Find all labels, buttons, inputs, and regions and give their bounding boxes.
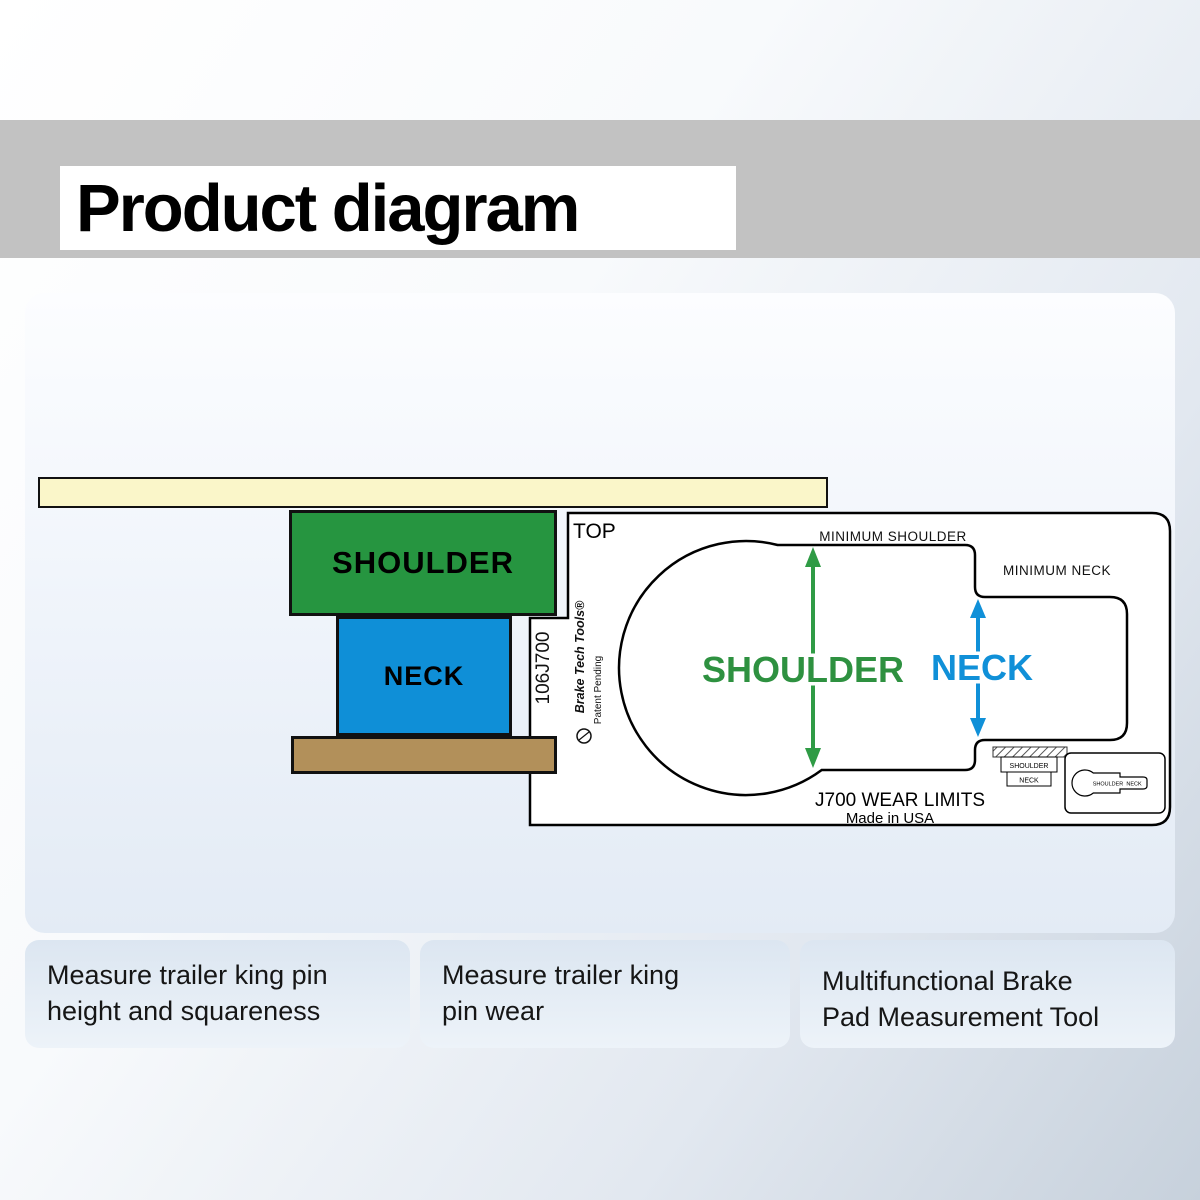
neck-arrow [970,599,986,737]
neck-block-label: NECK [383,660,465,691]
mini-shoulder-box-label: SHOULDER [1010,763,1049,770]
mini-keyhole-cutout [1071,769,1148,797]
tool-shoulder-label: SHOULDER [702,649,904,690]
mini-tool-neck-label: NECK [1126,782,1142,788]
tool-top-label: TOP [573,520,616,543]
tool-neck-label: NECK [931,647,1033,688]
king-pin-neck-block: NECK [336,616,512,736]
king-pin-shoulder-block: SHOULDER [289,510,557,616]
feature-text: Multifunctional Brake Pad Measurement To… [822,966,1100,1032]
trailer-plate-bar [38,477,828,508]
feature-card-height-squareness: Measure trailer king pin height and squa… [25,940,410,1048]
mini-neck-box [1006,771,1052,787]
feature-card-brake-pad: Multifunctional Brake Pad Measurement To… [800,940,1175,1048]
mini-hatched-plate [992,746,1068,758]
minimum-neck-label: MINIMUM NECK [1003,563,1111,578]
brand-label: Brake Tech Tools® [573,600,587,713]
mini-neck-box-label: NECK [1019,778,1039,785]
mini-tool-shoulder-label: SHOULDER [1093,782,1124,788]
minimum-shoulder-label: MINIMUM SHOULDER [819,529,967,544]
brand-logo-flag [578,731,590,741]
page-title: Product diagram [76,170,580,246]
model-number-label: 106J700 [533,632,554,705]
keyhole-cutout [617,539,1129,797]
feature-card-pin-wear: Measure trailer king pin wear [420,940,790,1048]
wear-limits-label: J700 WEAR LIMITS [815,790,985,811]
patent-label: Patent Pending [593,656,604,724]
gauge-tool-diagram: TOP MINIMUM SHOULDER MINIMUM NECK SHOULD… [528,511,1172,827]
mini-diagram: SHOULDER NECK SHOULDER NECK [992,746,1166,814]
title-box: Product diagram [60,166,736,250]
shoulder-block-label: SHOULDER [332,545,514,580]
feature-text: Measure trailer king pin height and squa… [47,960,328,1026]
made-in-label: Made in USA [846,810,934,827]
shoulder-arrow [805,547,821,768]
king-pin-base-bar [291,736,557,774]
feature-text: Measure trailer king pin wear [442,960,680,1026]
